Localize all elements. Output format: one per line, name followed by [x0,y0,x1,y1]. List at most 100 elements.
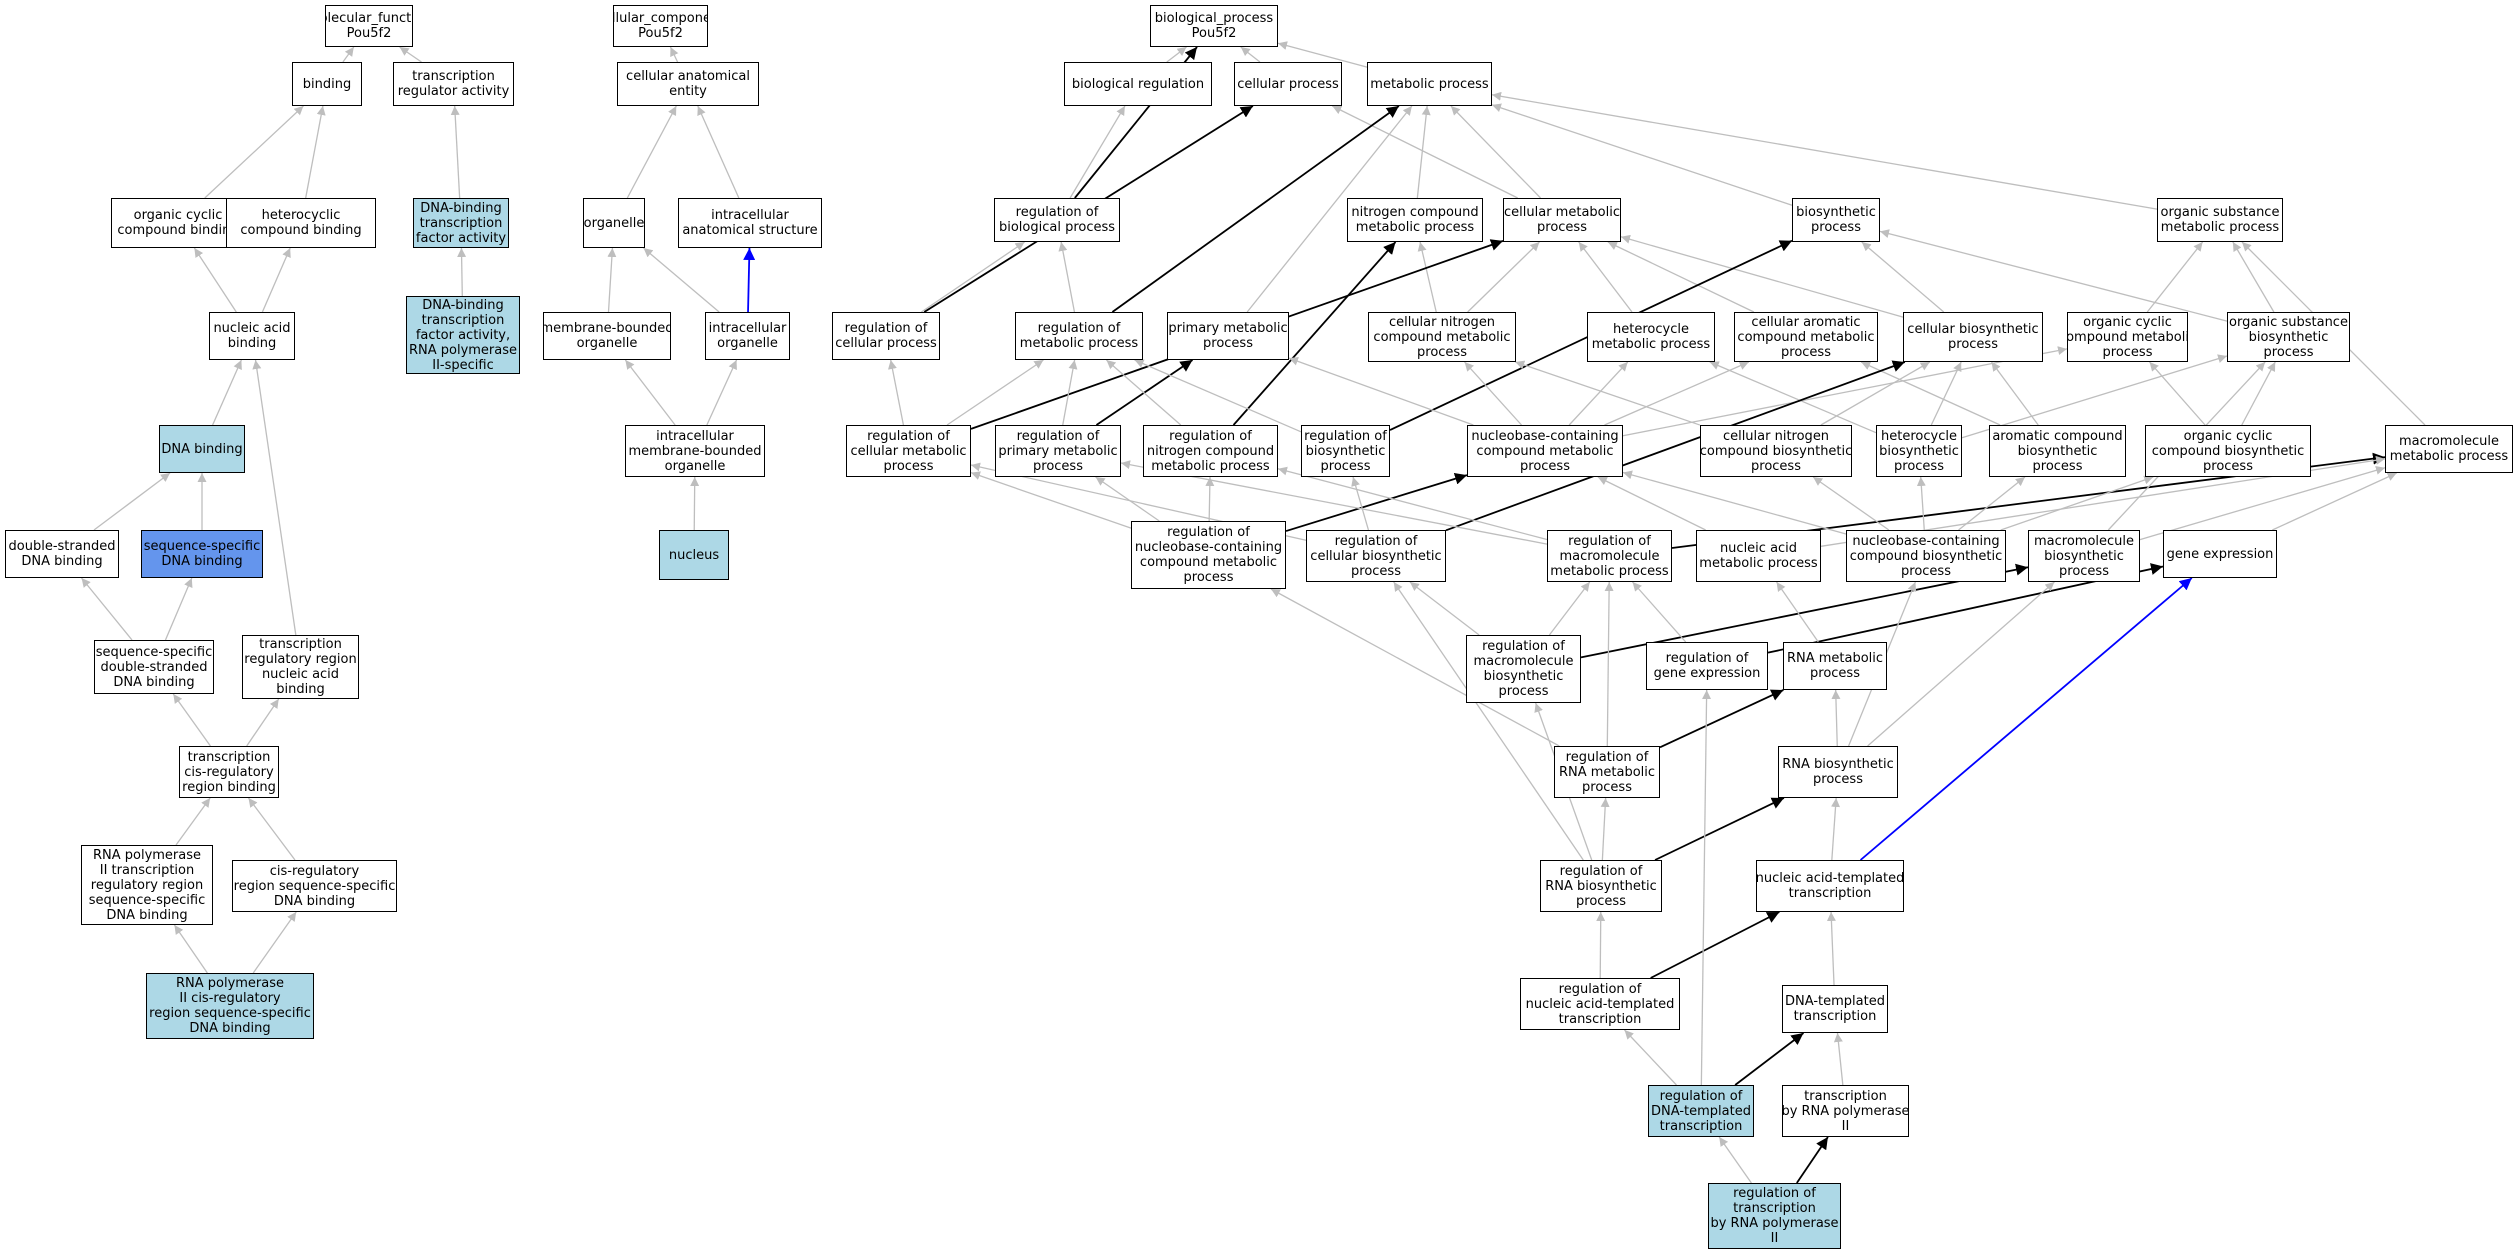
go-term-label-line: regulation of [1167,525,1250,540]
go-term-label-line: membrane-bounded [628,443,762,459]
go-term-node-cc[interactable]: cellular_componentPou5f2 [613,5,708,47]
go-term-label-line: organelle [664,458,726,474]
go-term-label-line: sequence-specific [143,539,261,554]
go-term-label-line: transcription [1788,886,1872,901]
go-term-node-geneexp[interactable]: gene expression [2163,530,2277,578]
is-a-edge [697,105,740,199]
is-a-edge [204,105,304,199]
go-term-label-line: RNA polymerase [408,342,518,358]
go-term-node-binding[interactable]: binding [292,62,362,106]
go-term-node-dnab[interactable]: DNA binding [159,425,245,473]
go-term-node-mf[interactable]: molecular_functionPou5f2 [325,5,413,47]
go-term-label-line: compound biosynthetic [2151,443,2305,459]
go-term-node-metproc[interactable]: metabolic process [1367,62,1492,106]
is-a-edge [450,105,461,199]
go-term-label-line: process [1948,337,1998,352]
is-a-edge [1831,797,1841,861]
go-term-node-cellproc[interactable]: cellular process [1234,62,1342,106]
is-a-edge [1568,361,1629,426]
is-a-edge [1622,470,1847,535]
go-term-label-line: primary metabolic [1168,321,1288,336]
is-a-edge [1205,476,1215,522]
go-term-label-line: DNA-binding [422,297,504,313]
is-a-edge [1861,241,1945,313]
is-a-edge [1624,1029,1677,1086]
go-term-node-organelle[interactable]: organelle [583,198,645,248]
go-term-label-line: regulator activity [397,84,510,99]
regulates-edge [1796,1136,1829,1184]
go-term-node-biolreg[interactable]: biological regulation [1064,62,1212,106]
go-term-node-nucleus[interactable]: nucleus [659,530,729,580]
is-a-edge [1277,41,1368,68]
is-a-edge [342,46,355,63]
part-of-edge [1859,577,2193,861]
is-a-edge [626,105,677,199]
go-term-label-line: biological_process [1154,11,1274,26]
go-term-label-line: biological process [998,220,1116,235]
is-a-edge [1578,241,1633,313]
